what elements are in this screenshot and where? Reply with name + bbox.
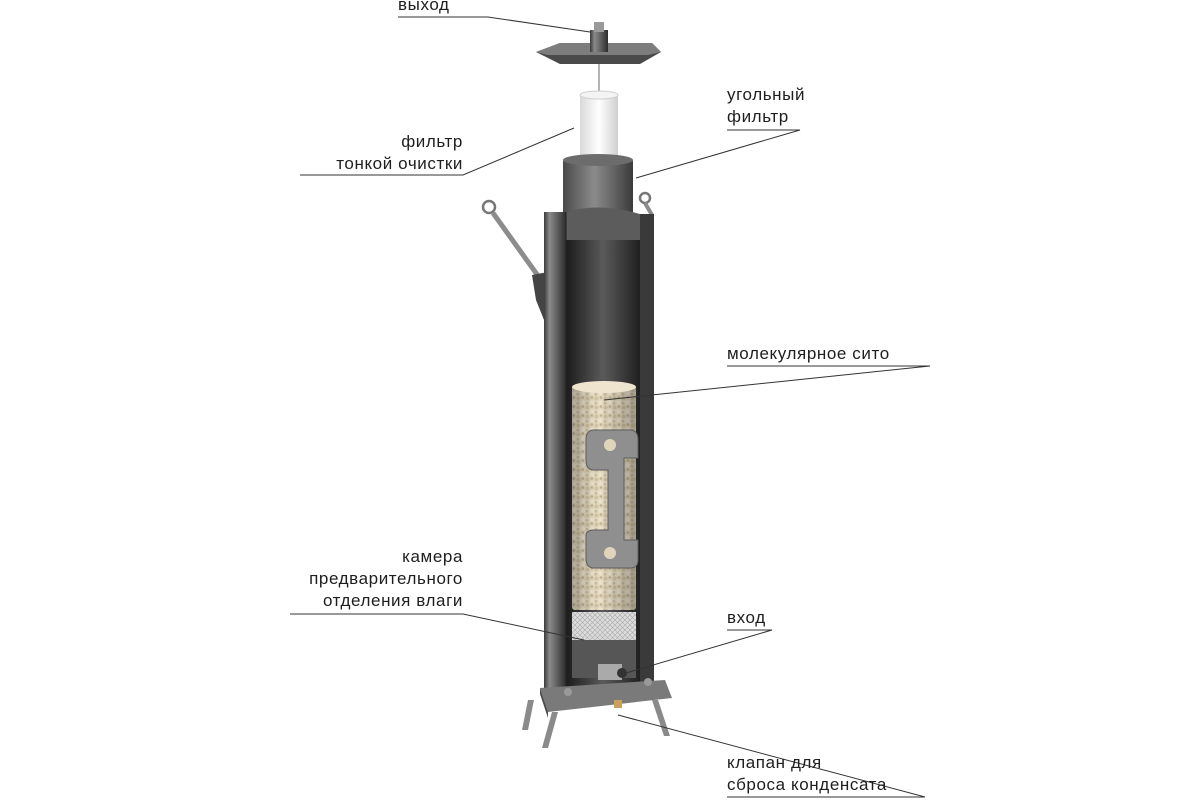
label-molecular-sieve: молекулярное сито	[727, 344, 890, 363]
leader-outlet	[398, 16, 591, 33]
label-carbon-filter: угольный фильтр	[727, 85, 806, 126]
leader-lines	[290, 16, 931, 798]
leader-carbon	[635, 129, 801, 179]
moisture-chamber	[572, 612, 636, 680]
molecular-sieve-bed	[572, 381, 636, 610]
label-fine-filter: фильтр тонкой очистки	[336, 132, 463, 173]
fine-filter-element	[579, 90, 619, 163]
top-cap	[536, 22, 661, 92]
clamp-bracket	[585, 429, 639, 569]
label-outlet: выход	[398, 0, 450, 14]
base-stand	[522, 678, 672, 748]
label-inlet: вход	[727, 608, 766, 627]
leader-fine	[300, 127, 575, 176]
leader-sieve	[603, 365, 931, 401]
label-moisture-chamber: камера предварительного отделения влаги	[309, 547, 463, 610]
label-drain-valve: клапан для сброса конденсата	[727, 753, 887, 794]
leader-chamber	[290, 613, 585, 641]
leader-inlet	[625, 629, 773, 674]
leader-drain	[617, 714, 926, 798]
